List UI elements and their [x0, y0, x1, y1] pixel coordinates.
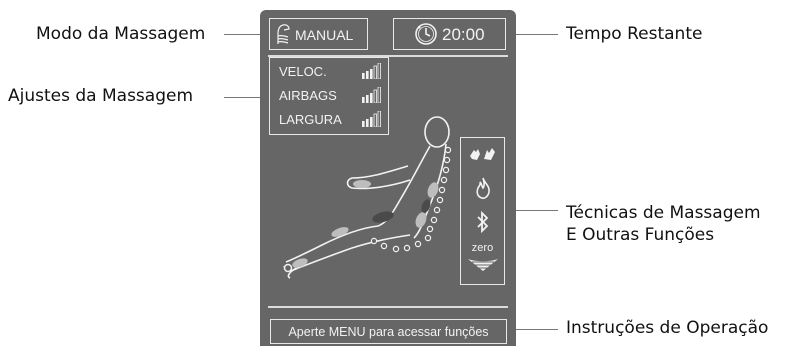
timer-box: 20:00 — [393, 18, 506, 50]
speed-level-bars — [362, 63, 381, 79]
techniques-box[interactable]: zero — [460, 137, 505, 285]
foot-roller-point — [283, 263, 293, 273]
mode-label: MANUAL — [295, 27, 354, 43]
massage-chair-display: MANUAL 20:00 VELOC. AIRBAGS — [260, 10, 516, 346]
timer-value: 20:00 — [442, 25, 485, 44]
leader-line-mode — [224, 34, 264, 35]
massage-airbag-pads — [292, 180, 439, 268]
callout-instructions: Instruções de Operação — [566, 318, 769, 338]
callout-time: Tempo Restante — [566, 24, 703, 44]
callout-techniques-line1: Técnicas de Massagem — [566, 203, 761, 223]
instruction-text: Aperte MENU para acessar funções — [288, 325, 489, 339]
width-level-bars — [362, 111, 381, 127]
body-figure-diagram — [283, 116, 452, 279]
setting-airbags-label: AIRBAGS — [279, 88, 337, 103]
bottom-divider — [268, 306, 508, 308]
clock-icon — [414, 22, 438, 51]
leader-line-time — [508, 34, 558, 35]
hand-icon — [275, 22, 293, 51]
top-divider — [268, 55, 508, 57]
leader-line-instructions — [508, 329, 558, 330]
zero-gravity-label: zero — [471, 242, 494, 254]
body-outline — [283, 116, 450, 279]
bluetooth-icon — [477, 211, 489, 233]
roller-track-points — [370, 146, 452, 253]
mode-box[interactable]: MANUAL — [269, 18, 368, 50]
instruction-bar: Aperte MENU para acessar funções — [270, 319, 507, 344]
zero-gravity-icon — [468, 259, 498, 271]
settings-box[interactable]: VELOC. AIRBAGS LARGURA — [269, 57, 389, 135]
massage-hands-icon — [470, 148, 495, 160]
active-massage-zones — [372, 199, 431, 223]
airbags-level-bars — [362, 87, 381, 103]
leader-line-settings — [224, 97, 266, 98]
callout-mode: Modo da Massagem — [36, 24, 206, 44]
callout-settings: Ajustes da Massagem — [8, 86, 194, 106]
flame-heat-icon — [476, 177, 490, 200]
setting-width-label: LARGURA — [279, 112, 342, 127]
leader-line-techniques — [508, 210, 558, 211]
setting-speed-label: VELOC. — [279, 64, 327, 79]
callout-techniques-line2: E Outras Funções — [566, 225, 715, 245]
